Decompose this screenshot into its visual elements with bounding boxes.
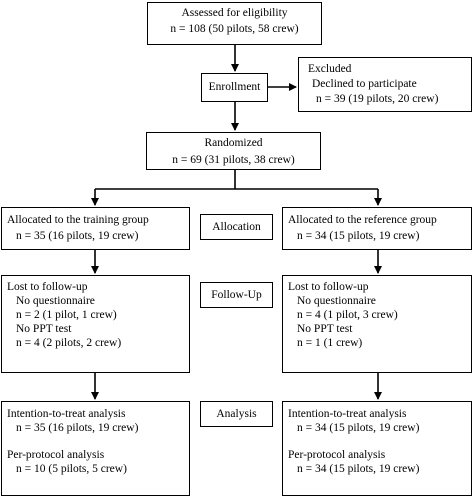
reference-allocated-count: n = 34 (15 pilots, 19 crew) [297, 230, 420, 242]
reference-no-questionnaire: No questionnaire [297, 295, 376, 307]
training-no-ppt-count: n = 4 (2 pilots, 2 crew) [16, 337, 122, 349]
excluded-title: Excluded [308, 63, 352, 75]
stage-label-analysis: Analysis [200, 401, 273, 427]
stage-label-follow-up: Follow-Up [200, 282, 273, 308]
training-lost-box: Lost to follow-up No questionnaire n = 2… [1, 275, 190, 373]
stage-analysis-text: Analysis [216, 408, 257, 420]
stage-follow-up-text: Follow-Up [211, 289, 262, 301]
reference-pp-title: Per-protocol analysis [288, 449, 386, 461]
randomized-title: Randomized [204, 137, 263, 149]
assessed-title: Assessed for eligibility [181, 7, 288, 19]
reference-itt-count: n = 34 (15 pilots, 19 crew) [297, 422, 420, 434]
enrollment-title: Enrollment [208, 81, 261, 93]
reference-lost-title: Lost to follow-up [288, 281, 369, 293]
training-allocated-count: n = 35 (16 pilots, 19 crew) [16, 230, 139, 242]
training-analysis-box: Intention-to-treat analysis n = 35 (16 p… [1, 401, 190, 496]
training-no-questionnaire: No questionnaire [16, 295, 95, 307]
training-itt-title: Intention-to-treat analysis [7, 408, 126, 420]
reference-no-questionnaire-count: n = 4 (1 pilot, 3 crew) [297, 309, 398, 321]
excluded-count: n = 39 (19 pilots, 20 crew) [316, 93, 439, 105]
reference-allocated-box: Allocated to the reference group n = 34 … [282, 207, 472, 250]
randomized-count: n = 69 (31 pilots, 38 crew) [172, 154, 295, 166]
reference-itt-title: Intention-to-treat analysis [288, 408, 407, 420]
training-pp-count: n = 10 (5 pilots, 5 crew) [16, 463, 127, 475]
reference-allocated-title: Allocated to the reference group [288, 214, 437, 226]
stage-allocation-text: Allocation [212, 221, 261, 233]
reference-analysis-box: Intention-to-treat analysis n = 34 (15 p… [282, 401, 472, 496]
assessed-count: n = 108 (50 pilots, 58 crew) [170, 23, 299, 35]
training-itt-count: n = 35 (16 pilots, 19 crew) [16, 422, 139, 434]
reference-pp-count: n = 34 (15 pilots, 19 crew) [297, 463, 420, 475]
enrollment-box: Enrollment [201, 73, 268, 102]
training-no-questionnaire-count: n = 2 (1 pilot, 1 crew) [16, 309, 117, 321]
reference-lost-box: Lost to follow-up No questionnaire n = 4… [282, 275, 472, 373]
stage-label-allocation: Allocation [200, 214, 273, 240]
training-no-ppt: No PPT test [16, 323, 72, 335]
training-allocated-title: Allocated to the training group [7, 214, 149, 226]
assessed-box: Assessed for eligibility n = 108 (50 pil… [147, 2, 322, 45]
training-pp-title: Per-protocol analysis [7, 449, 105, 461]
excluded-box: Excluded Declined to participate n = 39 … [298, 57, 472, 112]
excluded-reason: Declined to participate [312, 78, 417, 90]
training-allocated-box: Allocated to the training group n = 35 (… [1, 207, 190, 250]
randomized-box: Randomized n = 69 (31 pilots, 38 crew) [146, 132, 321, 170]
training-lost-title: Lost to follow-up [7, 281, 88, 293]
reference-no-ppt-count: n = 1 (1 crew) [297, 337, 363, 349]
reference-no-ppt: No PPT test [297, 323, 353, 335]
